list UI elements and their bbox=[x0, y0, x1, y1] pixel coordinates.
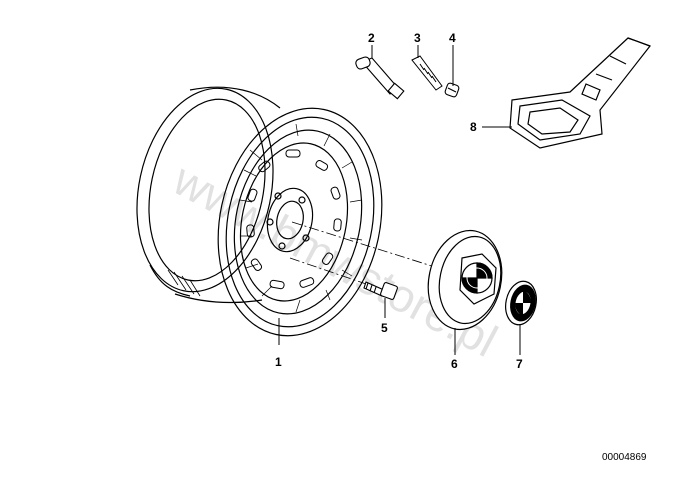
leader-lines bbox=[278, 45, 521, 355]
wheel-rim bbox=[136, 86, 383, 337]
callout-7: 7 bbox=[516, 357, 523, 371]
callout-2: 2 bbox=[368, 31, 375, 45]
hub-cap-wrench bbox=[509, 37, 651, 149]
document-number: 00004869 bbox=[602, 452, 647, 463]
axis-lines bbox=[289, 221, 471, 287]
hub-cap bbox=[427, 229, 503, 331]
valve-cap bbox=[444, 82, 460, 98]
callout-5: 5 bbox=[381, 321, 388, 335]
emblem bbox=[505, 280, 537, 326]
wheel-bolt bbox=[363, 281, 398, 300]
callout-3: 3 bbox=[414, 31, 421, 45]
valve-core bbox=[411, 55, 443, 91]
valve-stem bbox=[355, 56, 405, 100]
callout-4: 4 bbox=[449, 31, 456, 45]
callout-1: 1 bbox=[275, 355, 282, 369]
callout-8: 8 bbox=[470, 120, 477, 134]
callout-6: 6 bbox=[451, 357, 458, 371]
